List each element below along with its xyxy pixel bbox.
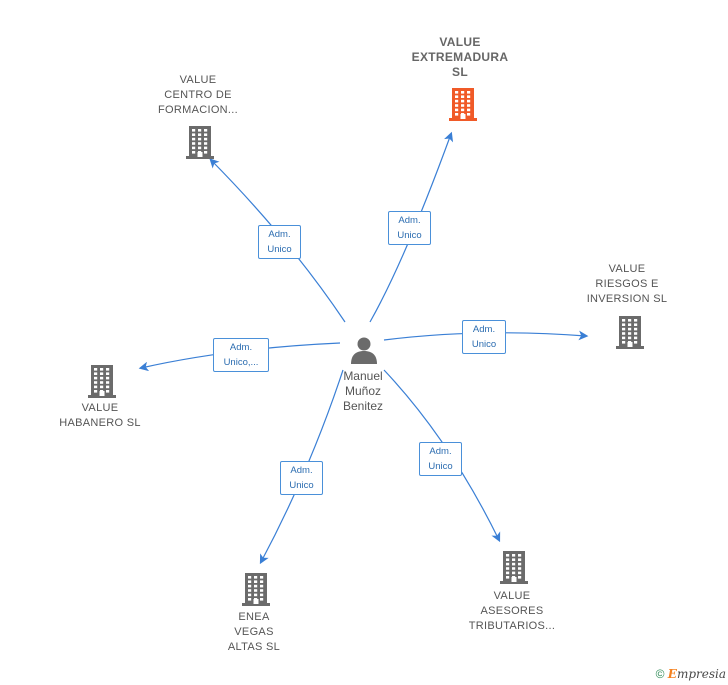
company-label-asesores[interactable]: VALUE ASESORES TRIBUTARIOS... [468, 590, 556, 632]
role-box-centro-formacion[interactable]: Adm. Unico [258, 225, 301, 259]
role-box-habanero[interactable]: Adm. Unico,... [213, 338, 269, 372]
building-icon[interactable] [614, 314, 646, 350]
building-icon[interactable] [447, 86, 479, 122]
building-icon[interactable] [498, 549, 530, 585]
role-box-riesgos[interactable]: Adm. Unico [462, 320, 506, 354]
role-box-asesores[interactable]: Adm. Unico [419, 442, 462, 476]
building-icon[interactable] [184, 124, 216, 160]
copyright-symbol: © [655, 667, 665, 681]
footer-brand: © Empresia [656, 667, 726, 681]
brand-logo: Empresia [667, 667, 726, 681]
building-icon[interactable] [240, 571, 272, 607]
company-label-centro-formacion[interactable]: VALUE CENTRO DE FORMACION... [158, 74, 238, 116]
role-box-extremadura[interactable]: Adm. Unico [388, 211, 431, 245]
building-icon[interactable] [86, 363, 118, 399]
person-name[interactable]: Manuel Muñoz Benitez [342, 369, 384, 413]
company-label-riesgos[interactable]: VALUE RIESGOS E INVERSION SL [586, 263, 668, 305]
role-box-enea[interactable]: Adm. Unico [280, 461, 323, 495]
company-label-extremadura[interactable]: VALUE EXTREMADURA SL [411, 35, 509, 79]
company-label-enea[interactable]: ENEA VEGAS ALTAS SL [227, 611, 281, 653]
company-label-habanero[interactable]: VALUE HABANERO SL [59, 402, 141, 429]
person-icon[interactable] [349, 335, 379, 365]
